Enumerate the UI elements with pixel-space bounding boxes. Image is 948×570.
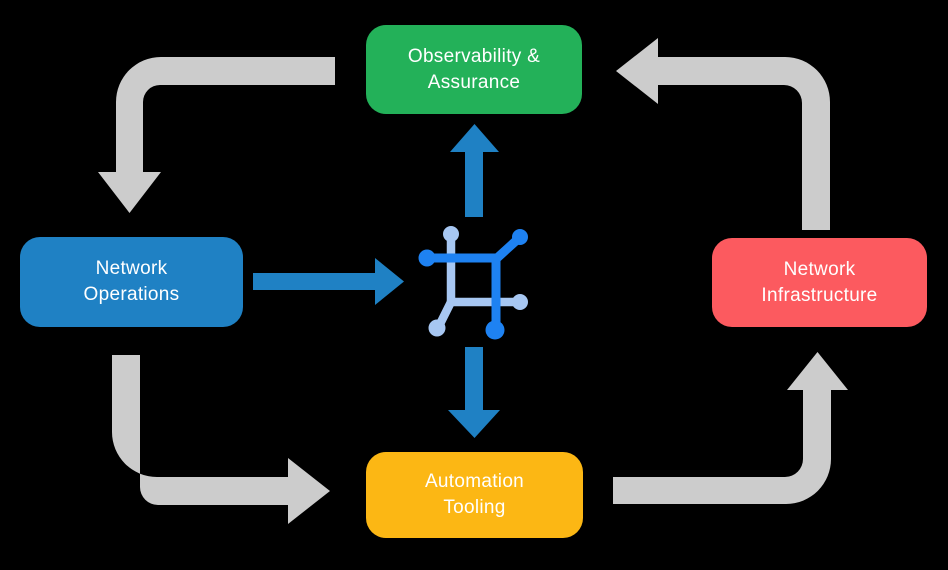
node-label-line: Network <box>783 258 856 280</box>
node-label-line: Automation <box>424 471 525 492</box>
arrow-center-to-automation <box>448 347 500 438</box>
arrow-observability-to-operations <box>98 57 335 213</box>
icon-dark-node-bottom <box>485 320 505 340</box>
node-label-line: Operations <box>83 284 180 305</box>
node-label-line: Observability & <box>407 45 541 67</box>
network-automation-icon <box>418 226 528 340</box>
icon-light-node-top <box>443 226 459 242</box>
arrow-automation-to-infrastructure <box>613 352 848 504</box>
node-network-operations: Network Operations <box>20 237 243 327</box>
arrow-operations-to-center <box>253 258 404 305</box>
icon-light-node-bottomleft <box>428 319 446 337</box>
arrow-operations-to-automation <box>112 355 330 524</box>
node-observability-assurance: Observability & Assurance <box>366 25 582 114</box>
node-network-infrastructure: Network Infrastructure <box>712 238 927 327</box>
node-label-line: Assurance <box>427 71 521 93</box>
arrow-center-to-observability <box>450 124 499 217</box>
icon-dark-frame <box>422 253 501 328</box>
icon-light-node-right <box>512 294 528 310</box>
icon-dark-node-topright <box>512 229 528 245</box>
node-label-line: Infrastructure <box>761 284 878 306</box>
node-label-line: Network <box>95 258 168 279</box>
arrow-infrastructure-to-observability <box>616 38 830 230</box>
node-label-line: Tooling <box>443 497 506 518</box>
node-automation-tooling: Automation Tooling <box>366 452 583 538</box>
icon-dark-node-left <box>418 249 436 267</box>
